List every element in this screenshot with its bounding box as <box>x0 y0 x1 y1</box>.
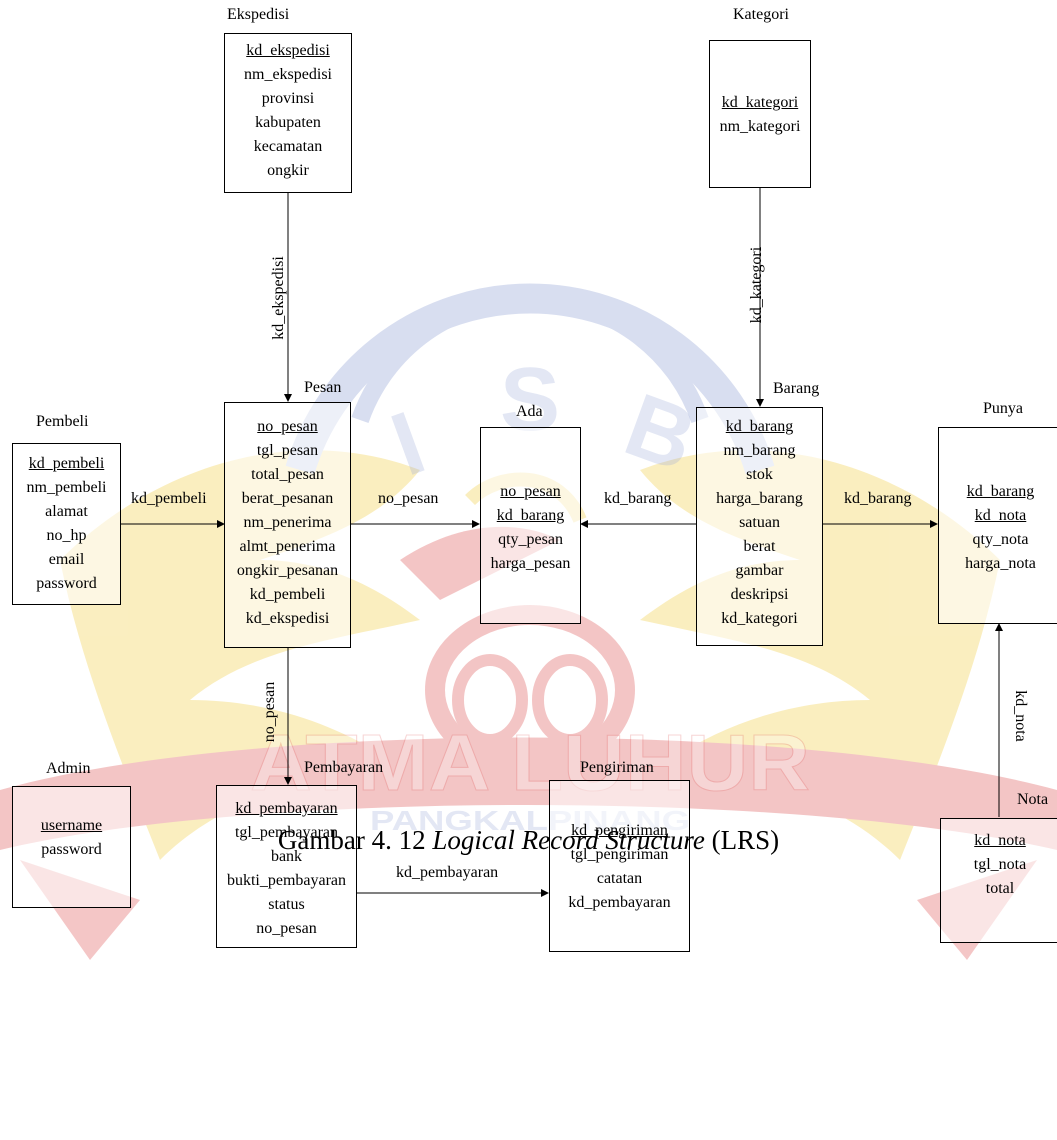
attr-kabupaten: kabupaten <box>255 114 321 131</box>
rel-label-pembeli-pesan: kd_pembeli <box>131 490 207 507</box>
title-pembeli: Pembeli <box>36 413 89 430</box>
attr-status: status <box>268 896 305 913</box>
rel-label-pesan-ada: no_pesan <box>378 490 439 507</box>
attr-harga-pesan: harga_pesan <box>490 555 571 572</box>
watermark-right-wing <box>640 450 1000 860</box>
key-attr-kd-barang: kd_barang <box>966 483 1035 500</box>
title-barang: Barang <box>773 380 820 397</box>
caption-prefix: Gambar 4. 12 <box>277 825 433 855</box>
title-nota: Nota <box>1017 791 1049 808</box>
watermark-book <box>420 749 640 800</box>
rel-label-pembayaran-pengiriman: kd_pembayaran <box>396 864 499 881</box>
rel-label-ekspedisi-pesan: kd_ekspedisi <box>270 256 287 340</box>
attr-qty-pesan: qty_pesan <box>498 531 563 548</box>
caption-suffix: (LRS) <box>704 825 780 855</box>
key-attr-kd-ekspedisi: kd_ekspedisi <box>246 42 330 59</box>
watermark-ring <box>351 290 709 423</box>
title-ada: Ada <box>516 403 543 420</box>
attr-tgl-pengiriman: tgl_pengiriman <box>570 846 669 863</box>
attr-kd-pembeli: kd_pembeli <box>249 586 326 603</box>
attr-nm-pembeli: nm_pembeli <box>26 479 107 496</box>
watermark-arc <box>285 283 775 475</box>
key-attr-no-pesan: no_pesan <box>500 483 561 500</box>
attr-gambar: gambar <box>735 562 784 579</box>
attr-qty-nota: qty_nota <box>972 531 1029 548</box>
key-attr-kd-nota: kd_nota <box>974 507 1027 524</box>
figure-caption: Gambar 4. 12 Logical Record Structure (L… <box>0 825 1057 856</box>
title-punya: Punya <box>983 400 1023 417</box>
rel-label-kategori-barang: kd_kategori <box>748 246 765 324</box>
watermark-left-wing <box>60 450 420 860</box>
key-attr-kd-barang: kd_barang <box>725 418 794 435</box>
attr-ongkir-pesanan: ongkir_pesanan <box>236 562 339 579</box>
entity-ada: no_pesan kd_barang qty_pesan harga_pesan <box>480 427 581 624</box>
attr-catatan: catatan <box>596 870 643 887</box>
attr-kd-ekspedisi: kd_ekspedisi <box>245 610 330 627</box>
attr-tgl-nota: tgl_nota <box>973 856 1027 873</box>
key-attr-kd-pengiriman: kd_pengiriman <box>571 822 668 839</box>
attr-almt-penerima: almt_penerima <box>239 538 336 555</box>
attr-total: total <box>985 880 1015 897</box>
attr-alamat: alamat <box>45 503 88 520</box>
rel-label-nota-punya: kd_nota <box>1012 690 1029 742</box>
attr-harga-nota: harga_nota <box>965 555 1036 572</box>
title-ekspedisi: Ekspedisi <box>227 6 290 23</box>
entity-kategori: kd_kategori nm_kategori <box>709 40 811 188</box>
title-pembayaran: Pembayaran <box>304 759 384 776</box>
attr-password: password <box>36 575 97 592</box>
attr-ongkir: ongkir <box>267 162 309 179</box>
attr-berat-pesanan: berat_pesanan <box>241 490 334 507</box>
entity-punya: kd_barang kd_nota qty_nota harga_nota <box>938 427 1057 624</box>
title-kategori: Kategori <box>733 6 789 23</box>
attr-kd-kategori: kd_kategori <box>721 610 798 627</box>
attr-nm-barang: nm_barang <box>723 442 796 459</box>
attr-provinsi: provinsi <box>261 90 315 107</box>
attr-bank: bank <box>270 848 303 865</box>
rel-label-barang-punya: kd_barang <box>844 490 912 507</box>
attr-kecamatan: kecamatan <box>253 138 323 155</box>
entity-pesan: no_pesan tgl_pesan total_pesan berat_pesana… <box>224 402 351 648</box>
key-attr-kd-kategori: kd_kategori <box>721 94 799 111</box>
entity-admin: username password <box>12 786 131 908</box>
key-attr-no-pesan: no_pesan <box>257 418 318 435</box>
title-pengiriman: Pengiriman <box>580 759 654 776</box>
entity-ekspedisi: kd_ekspedisi nm_ekspedisi provinsi kabupate… <box>224 33 352 193</box>
attr-tgl-pembayaran: tgl_pembayaran <box>234 824 339 841</box>
attr-berat: berat <box>743 538 776 555</box>
caption-italic: Logical Record Structure <box>432 825 705 855</box>
key-attr-kd-barang: kd_barang <box>496 507 565 524</box>
title-pesan: Pesan <box>304 379 342 396</box>
key-attr-username: username <box>40 817 103 834</box>
attr-deskripsi: deskripsi <box>730 586 789 603</box>
watermark-banner <box>0 737 1057 850</box>
rel-label-barang-ada: kd_barang <box>604 490 672 507</box>
attr-bukti-pembayaran: bukti_pembayaran <box>226 872 347 889</box>
attr-password: password <box>41 841 102 858</box>
key-attr-kd-nota: kd_nota <box>974 832 1026 849</box>
attr-no-pesan: no_pesan <box>256 920 317 937</box>
attr-email: email <box>48 551 85 568</box>
attr-kd-pembayaran: kd_pembayaran <box>568 894 671 911</box>
key-attr-kd-pembayaran: kd_pembayaran <box>235 800 338 817</box>
attr-nm-kategori: nm_kategori <box>719 118 801 135</box>
title-admin: Admin <box>46 760 91 777</box>
rel-label-pesan-pembayaran: no_pesan <box>261 681 278 743</box>
attr-harga-barang: harga_barang <box>716 490 803 507</box>
attr-total-pesan: total_pesan <box>251 466 324 483</box>
attr-tgl-pesan: tgl_pesan <box>256 442 319 459</box>
attr-stok: stok <box>746 466 773 483</box>
attr-nm-penerima: nm_penerima <box>243 514 332 531</box>
attr-satuan: satuan <box>739 514 780 531</box>
key-attr-kd-pembeli: kd_pembeli <box>28 455 105 472</box>
attr-no-hp: no_hp <box>46 527 87 544</box>
attr-nm-ekspedisi: nm_ekspedisi <box>244 66 332 83</box>
